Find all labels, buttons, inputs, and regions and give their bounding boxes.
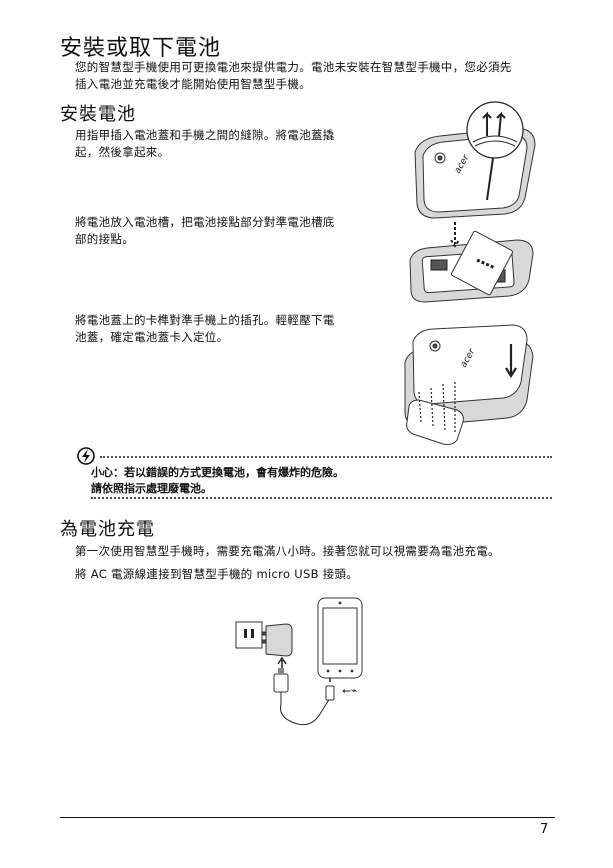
caution-line-1: 小心：若以錯誤的方式更換電池，會有爆炸的危險。 <box>91 466 344 479</box>
step-3-line-2: 池蓋，確定電池蓋卡入定位。 <box>75 330 229 344</box>
step-2-line-1: 將電池放入電池槽，把電池接點部分對準電池槽底 <box>75 215 335 229</box>
step-3-text: 將電池蓋上的卡榫對準手機上的插孔。輕輕壓下電 池蓋，確定電池蓋卡入定位。 <box>75 312 375 346</box>
page-number: 7 <box>540 822 549 837</box>
caution-icon <box>77 447 95 465</box>
cover-latch-detail <box>406 399 464 445</box>
charge-line-1: 第一次使用智慧型手機時，需要充電滿八小時。接著您就可以視需要為電池充電。 <box>75 544 500 558</box>
lift-arrow-icon-2 <box>496 111 506 137</box>
zoom-circle <box>466 101 524 159</box>
caution-bottom-divider <box>91 497 552 499</box>
power-adapter <box>265 623 293 657</box>
caution-text: 小心：若以錯誤的方式更換電池，會有爆炸的危險。 請依照指示處理廢電池。 <box>91 465 561 497</box>
lift-arrow-icon <box>482 111 492 136</box>
insert-arrow-icon <box>450 222 460 248</box>
pointer-line <box>486 157 494 201</box>
page-title: 安裝或取下電池 <box>60 36 222 61</box>
intro-line-1: 您的智慧型手機使用可更換電池來提供電力。電池未安裝在智慧型手機中，您必須先 <box>75 60 512 74</box>
step-1-line-2: 起，然後拿起來。 <box>75 145 170 159</box>
step-3-line-1: 將電池蓋上的卡榫對準手機上的插孔。輕輕壓下電 <box>75 313 335 327</box>
charge-line-2: 將 AC 電源線連接到智慧型手機的 micro USB 接頭。 <box>75 567 359 581</box>
usb-symbol-icon: ⭠⌁ <box>342 684 357 697</box>
section-title-charge: 為電池充電 <box>60 519 155 540</box>
usb-plug <box>273 673 289 693</box>
intro-line-2: 插入電池並充電後才能開始使用智慧型手機。 <box>75 77 311 91</box>
step-2-line-2: 部的接點。 <box>75 232 134 246</box>
wall-outlet <box>235 621 263 649</box>
step-1-text: 用指甲插入電池蓋和手機之間的縫隙。將電池蓋撬 起，然後拿起來。 <box>75 127 375 161</box>
caution-top-divider <box>100 456 552 458</box>
press-arrow-icon <box>505 344 517 379</box>
remove-cover-illustration: acer <box>414 101 536 219</box>
intro-paragraph: 您的智慧型手機使用可更換電池來提供電力。電池未安裝在智慧型手機中，您必須先 插入… <box>75 59 595 93</box>
step-2-text: 將電池放入電池槽，把電池接點部分對準電池槽底 部的接點。 <box>75 214 375 248</box>
section-title-install: 安裝電池 <box>60 104 136 125</box>
step-1-line-1: 用指甲插入電池蓋和手機之間的縫隙。將電池蓋撬 <box>75 128 335 142</box>
micro-usb-plug <box>325 685 335 701</box>
insert-battery-illustration <box>409 222 534 303</box>
footer-rule <box>60 817 555 818</box>
charging-cable <box>280 692 331 726</box>
charging-illustration: ⭠⌁ <box>235 597 363 726</box>
caution-line-2: 請依照指示處理廢電池。 <box>91 482 212 495</box>
replace-cover-illustration: acer <box>404 324 534 445</box>
